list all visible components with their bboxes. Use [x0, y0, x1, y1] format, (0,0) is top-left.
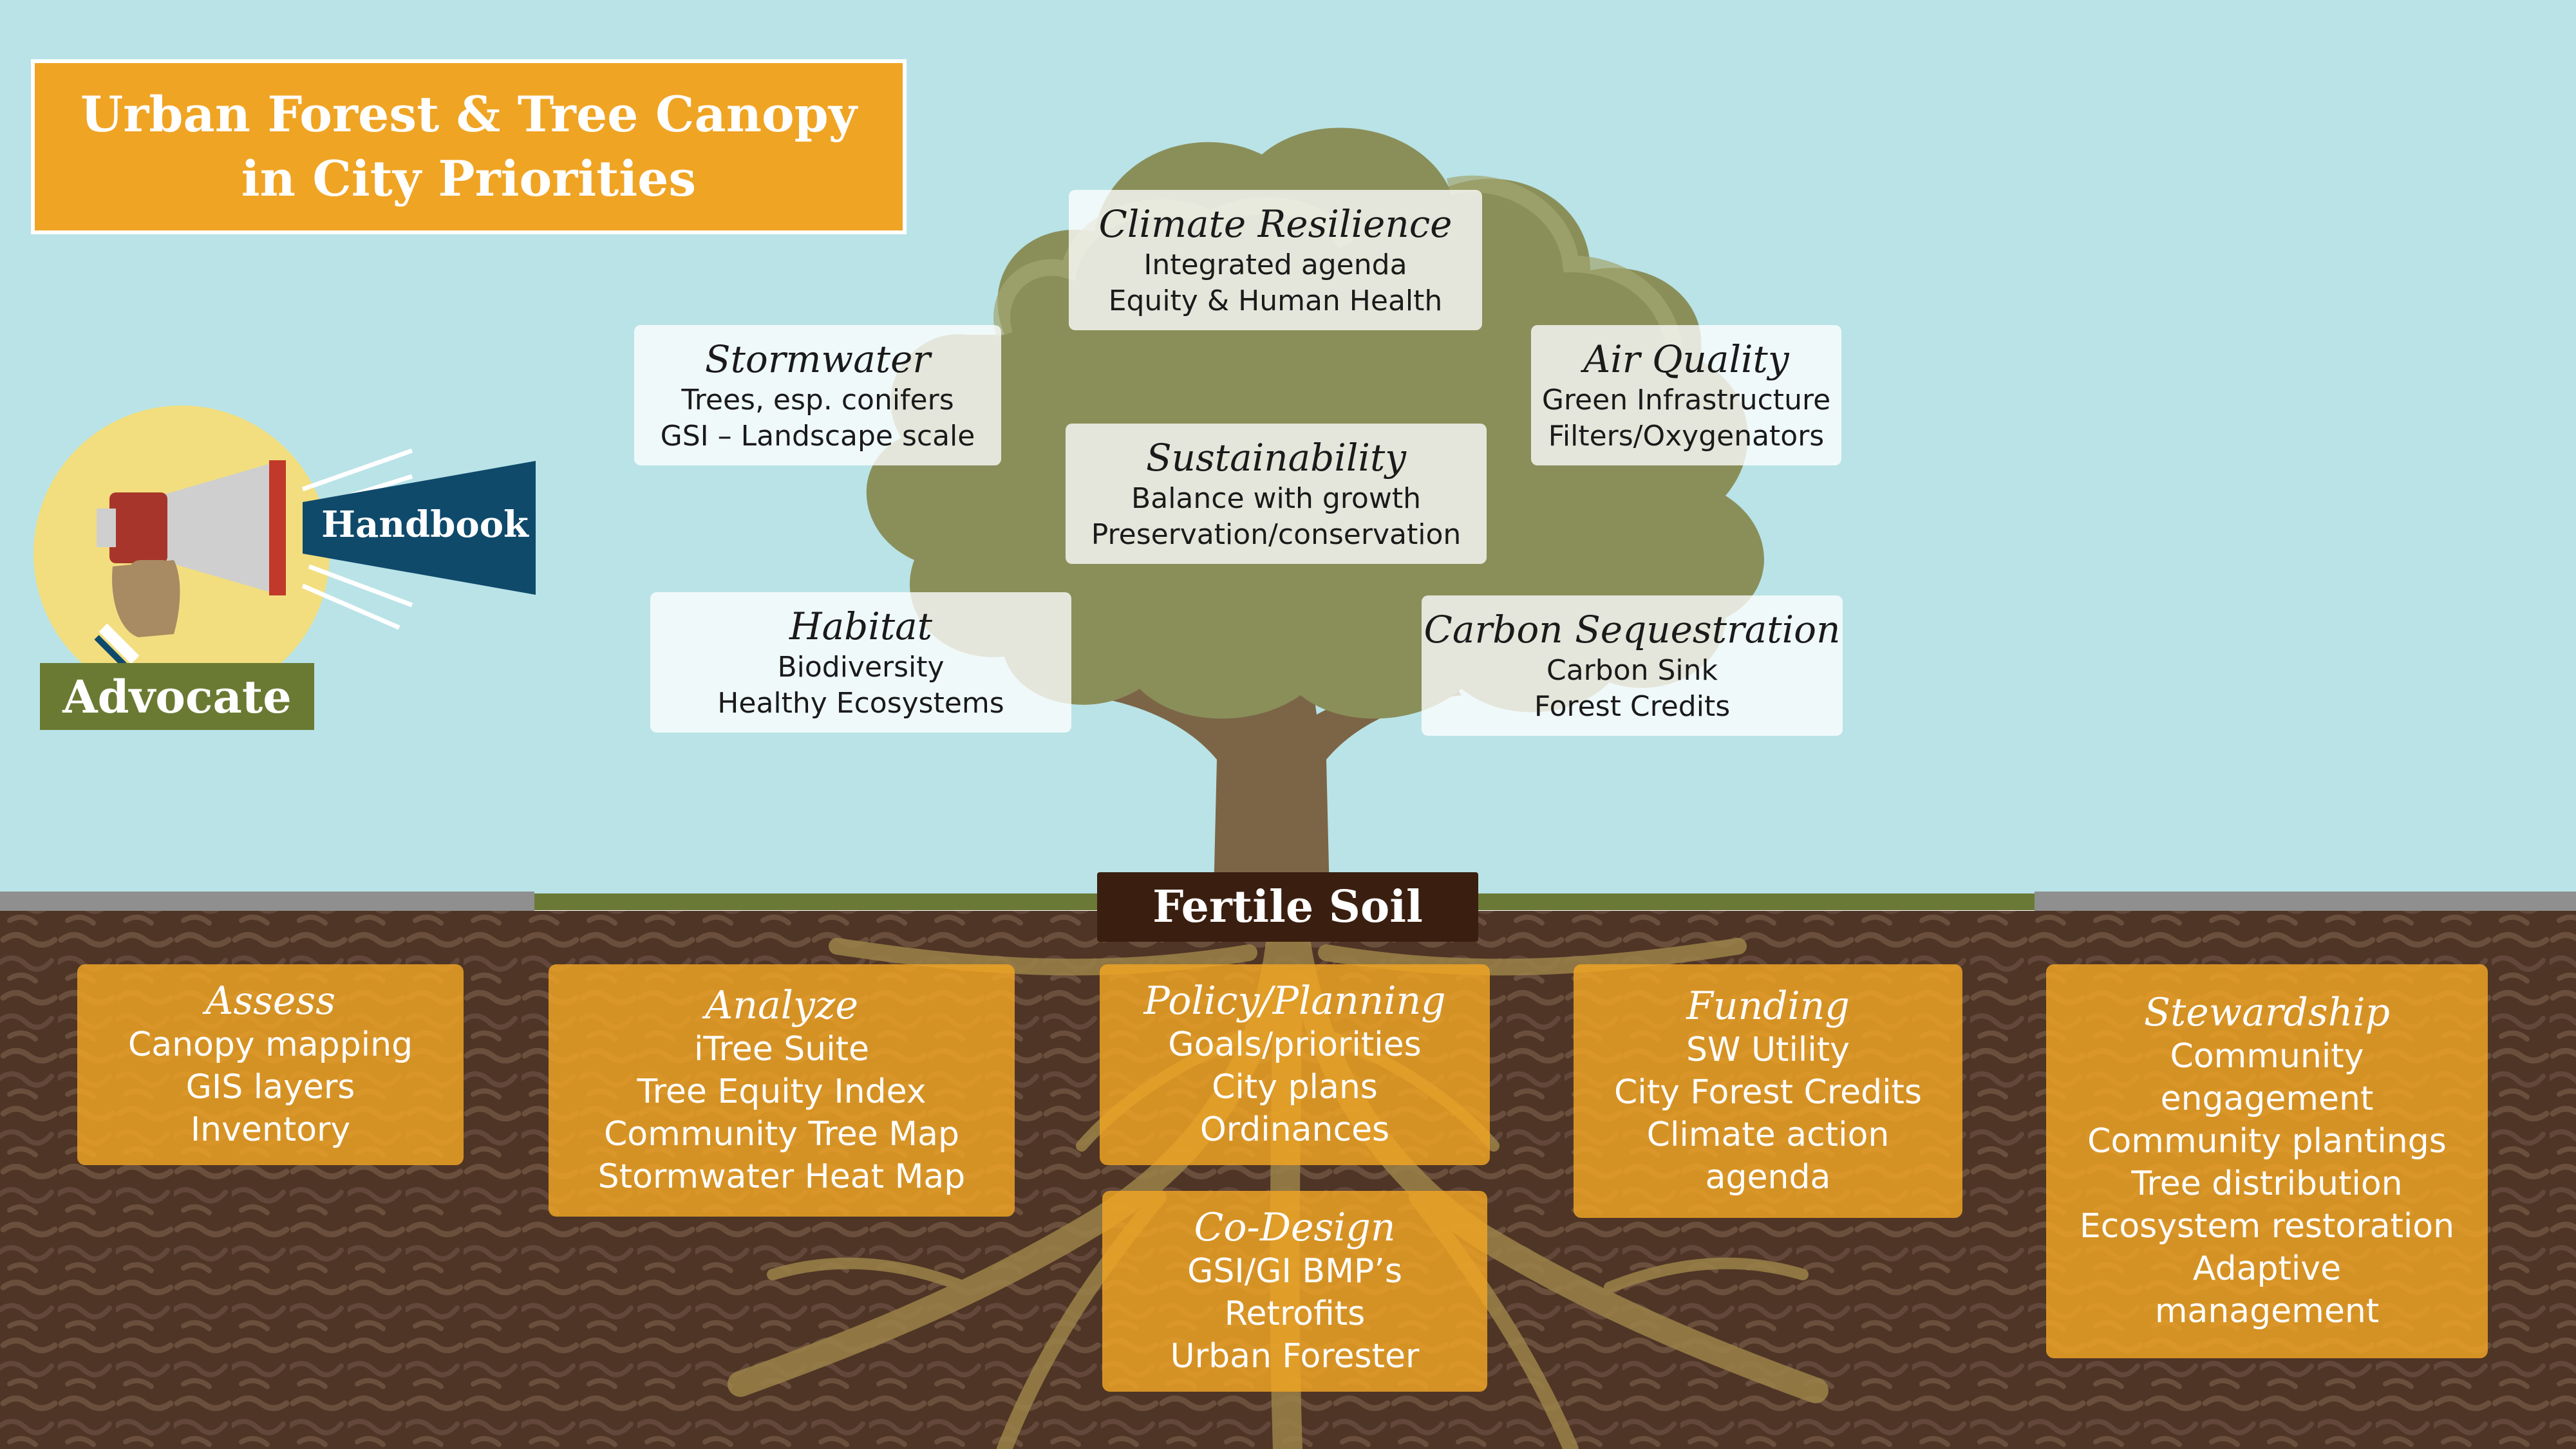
advocate-illustration	[33, 406, 536, 702]
card-line: Trees, esp. conifers	[681, 384, 954, 416]
root-card-co-design: Co-Design GSI/GI BMP’s Retrofits Urban F…	[1102, 1191, 1487, 1392]
pavement-left	[0, 892, 534, 913]
card-title: Habitat	[789, 604, 933, 648]
card-line: Canopy mapping	[127, 1025, 413, 1064]
card-line: Ecosystem restoration	[2079, 1207, 2455, 1246]
card-line: Tree Equity Index	[637, 1072, 926, 1111]
root-card-analyze: Analyze iTree Suite Tree Equity Index Co…	[549, 964, 1015, 1217]
card-line: Adaptive	[2192, 1249, 2342, 1288]
card-line: Community	[2170, 1037, 2364, 1076]
card-title: Funding	[1686, 984, 1850, 1029]
card-line: Green Infrastructure	[1541, 384, 1831, 416]
card-title: Stewardship	[2144, 990, 2390, 1035]
card-line: Tree distribution	[2131, 1164, 2403, 1203]
card-line: GSI – Landscape scale	[660, 420, 975, 453]
card-line: Retrofits	[1224, 1295, 1366, 1333]
handbook-label: Handbook	[321, 503, 529, 546]
card-title: Policy/Planning	[1143, 978, 1446, 1024]
card-title: Assess	[205, 978, 335, 1024]
card-line: Healthy Ecosystems	[717, 687, 1004, 720]
card-title: Co-Design	[1194, 1205, 1396, 1250]
title-line-1: Urban Forest & Tree Canopy	[80, 86, 857, 143]
root-card-funding: Funding SW Utility City Forest Credits C…	[1574, 964, 1962, 1218]
canopy-card-backgrounds	[634, 190, 1843, 736]
card-line: Ordinances	[1199, 1110, 1390, 1149]
pavement-right	[2035, 892, 2576, 913]
card-title: Carbon Sequestration	[1424, 608, 1841, 651]
card-line: Stormwater Heat Map	[597, 1157, 966, 1196]
title-line-2: in City Priorities	[241, 150, 697, 207]
card-line: SW Utility	[1686, 1031, 1850, 1069]
fertile-soil-label: Fertile Soil	[1097, 872, 1478, 942]
card-line: Equity & Human Health	[1108, 285, 1443, 317]
advocate-badge: Advocate	[40, 663, 314, 730]
card-line: Goals/priorities	[1168, 1025, 1422, 1064]
canopy-card-sustainability: Sustainability Balance with growth Prese…	[1066, 424, 1487, 564]
canopy-card-air-quality: Air Quality Green Infrastructure Filters…	[1531, 325, 1841, 465]
card-line: management	[2154, 1292, 2380, 1331]
card-line: City plans	[1212, 1068, 1378, 1107]
card-line: iTree Suite	[693, 1030, 870, 1069]
canopy-card-carbon-sequestration: Carbon Sequestration Carbon Sink Forest …	[1422, 595, 1843, 736]
card-line: City Forest Credits	[1613, 1073, 1923, 1112]
card-title: Sustainability	[1145, 436, 1407, 480]
card-line: Filters/Oxygenators	[1548, 420, 1825, 453]
card-title: Climate Resilience	[1098, 202, 1453, 246]
title-box: Urban Forest & Tree Canopy in City Prior…	[31, 59, 907, 234]
card-line: Climate action	[1646, 1116, 1890, 1154]
card-line: Biodiversity	[777, 651, 945, 684]
canopy-card-stormwater: Stormwater Trees, esp. conifers GSI – La…	[634, 325, 1001, 465]
card-line: Forest Credits	[1534, 690, 1731, 723]
card-line: agenda	[1705, 1158, 1831, 1197]
card-line: Inventory	[190, 1110, 351, 1149]
card-line: Balance with growth	[1131, 482, 1421, 515]
card-line: Integrated agenda	[1143, 248, 1407, 281]
card-line: Community Tree Map	[603, 1115, 960, 1154]
card-title: Analyze	[705, 983, 858, 1028]
canopy-card-climate-resilience: Climate Resilience Integrated agenda Equ…	[1069, 190, 1482, 330]
card-line: Carbon Sink	[1546, 654, 1718, 687]
canopy-card-habitat: Habitat Biodiversity Healthy Ecosystems	[650, 592, 1071, 733]
card-title: Stormwater	[704, 337, 931, 381]
root-card-stewardship: Stewardship Community engagement Communi…	[2046, 964, 2488, 1358]
card-line: Preservation/conservation	[1091, 518, 1462, 551]
card-line: Community plantings	[2087, 1122, 2447, 1161]
card-title: Air Quality	[1583, 337, 1789, 381]
card-line: Urban Forester	[1170, 1337, 1420, 1376]
card-line: engagement	[2160, 1080, 2374, 1118]
root-card-assess: Assess Canopy mapping GIS layers Invento…	[77, 964, 464, 1165]
card-line: GSI/GI BMP’s	[1187, 1252, 1402, 1291]
card-line: GIS layers	[185, 1068, 355, 1107]
root-card-policy-planning: Policy/Planning Goals/priorities City pl…	[1100, 964, 1490, 1165]
